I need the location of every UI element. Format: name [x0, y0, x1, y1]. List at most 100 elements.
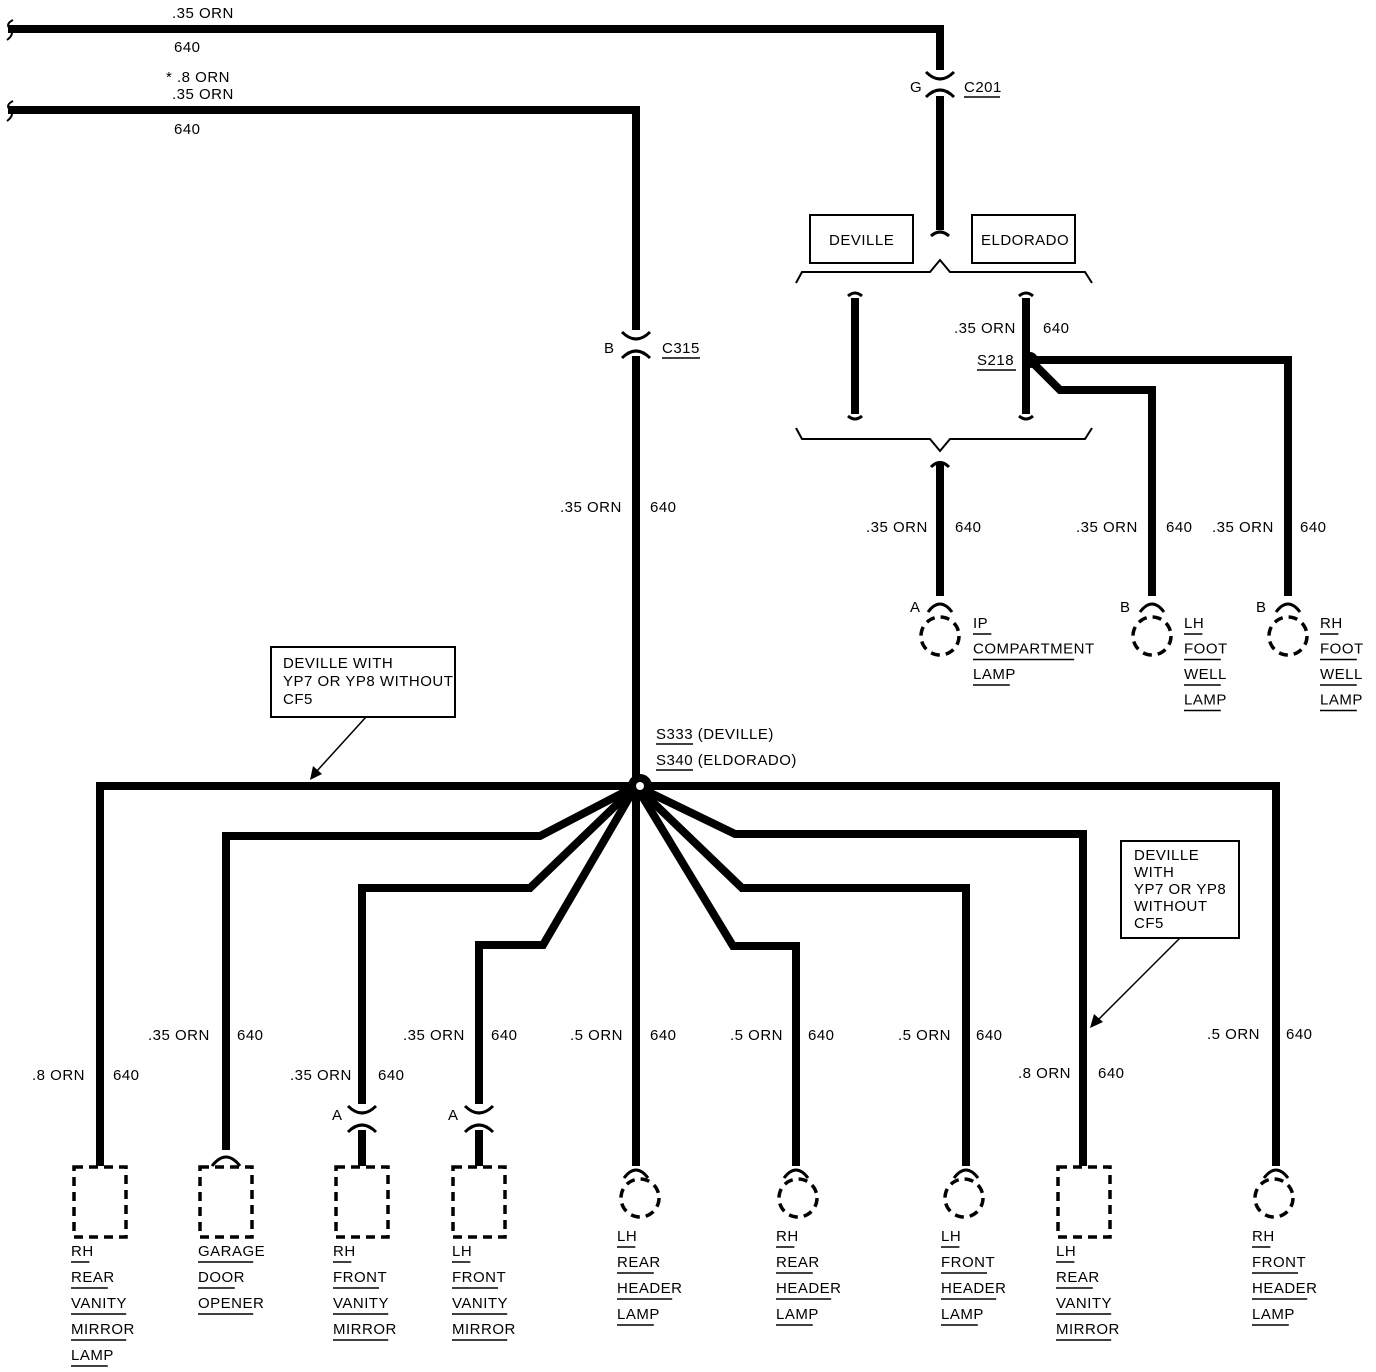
right-note-line4: WITHOUT [1134, 898, 1207, 915]
load-label-line: LAMP [941, 1306, 984, 1323]
load-label-line: LH [941, 1228, 961, 1245]
load-label-line: FRONT [333, 1269, 387, 1286]
c315-label: C315 [662, 340, 700, 357]
c315-connector [620, 330, 652, 360]
rh-rear-header-color: .5 ORN [730, 1027, 783, 1044]
deville-label: DEVILLE [829, 232, 894, 249]
rh-foot-pin: B [1256, 599, 1267, 616]
left-note-arrow [315, 716, 367, 773]
ip-wire-color: .35 ORN [866, 519, 928, 536]
load-label-line: HEADER [617, 1280, 683, 1297]
load-label-line: LAMP [1184, 692, 1227, 709]
rh-front-header-circuit: 640 [1286, 1026, 1313, 1043]
load-label-line: MIRROR [333, 1321, 397, 1338]
rh-front-vanity-pin: A [332, 1107, 343, 1124]
load-label-line: FRONT [941, 1254, 995, 1271]
rh-rear-vanity-wire [96, 782, 636, 1166]
load-label-line: RH [776, 1228, 799, 1245]
load-label-line: IP [973, 615, 988, 632]
load-label-line: OPENER [198, 1295, 264, 1312]
lh-front-header-lamp [943, 1168, 985, 1219]
rh-rear-vanity-circuit: 640 [113, 1067, 140, 1084]
s218-label: S218 [977, 352, 1014, 369]
rh-front-header-color: .5 ORN [1207, 1026, 1260, 1043]
wire-end-top [930, 230, 950, 238]
right-note-line5: CF5 [1134, 915, 1164, 932]
rh-foot-well-wire [1030, 356, 1292, 596]
rh-rear-header-circuit: 640 [808, 1027, 835, 1044]
lh-foot-wire-circuit: 640 [1166, 519, 1193, 536]
rh-front-vanity-mirror [334, 1165, 390, 1239]
top-wire-2 [8, 106, 640, 330]
load-label-line: GARAGE [198, 1243, 265, 1260]
splice-main-line2: S340 (ELDORADO) [656, 752, 797, 769]
eldorado-label: ELDORADO [981, 232, 1069, 249]
garage-door-color: .35 ORN [148, 1027, 210, 1044]
c201-connector [924, 70, 956, 99]
c201-pin: G [910, 79, 922, 96]
load-label-line: LH [1056, 1243, 1076, 1260]
c315-pin: B [604, 340, 615, 357]
load-label-line: MIRROR [1056, 1321, 1120, 1338]
lh-foot-wire-color: .35 ORN [1076, 519, 1138, 536]
lh-foot-pin: B [1120, 599, 1131, 616]
splice-main-line1: S333 (DEVILLE) [656, 726, 774, 743]
load-label-line: FOOT [1320, 641, 1364, 658]
upper-load-labels: IPCOMPARTMENTLAMPLHFOOTWELLLAMPRHFOOTWEL… [973, 615, 1364, 712]
c201-label: C201 [964, 79, 1002, 96]
rh-rear-header-wire [632, 783, 800, 1166]
lh-rear-vanity-mirror [1056, 1165, 1112, 1239]
lh-front-vanity-color: .35 ORN [403, 1027, 465, 1044]
left-note-line1: DEVILLE WITH [283, 655, 393, 672]
right-note-line2: WITH [1134, 864, 1174, 881]
load-label-line: RH [333, 1243, 356, 1260]
c315-wire-color: .35 ORN [560, 499, 622, 516]
load-label-line: VANITY [71, 1295, 127, 1312]
garage-door-opener [198, 1155, 254, 1239]
upper-bracket [795, 258, 1093, 284]
load-label-line: REAR [1056, 1269, 1100, 1286]
load-label-line: WELL [1184, 666, 1227, 683]
wire-break-1 [6, 19, 14, 41]
lower-load-labels: RHREARVANITYMIRRORLAMPGARAGEDOOROPENERRH… [71, 1228, 1318, 1367]
lh-foot-well-lamp [1131, 602, 1173, 657]
top-wire-2-color: .35 ORN [172, 86, 234, 103]
ip-pin: A [910, 599, 921, 616]
rh-front-vanity-circuit: 640 [378, 1067, 405, 1084]
load-label-line: LAMP [776, 1306, 819, 1323]
lh-rear-header-color: .5 ORN [570, 1027, 623, 1044]
rh-foot-well-lamp [1267, 602, 1309, 657]
load-label-line: COMPARTMENT [973, 641, 1095, 658]
c315-wire-circuit: 640 [650, 499, 677, 516]
lh-rear-header-circuit: 640 [650, 1027, 677, 1044]
top-wire-2-note: * .8 ORN [166, 69, 230, 86]
top-wire-1 [8, 25, 944, 70]
lh-front-vanity-circuit: 640 [491, 1027, 518, 1044]
right-note-line1: DEVILLE [1134, 847, 1199, 864]
s218-wire-color: .35 ORN [954, 320, 1016, 337]
load-label-line: LAMP [617, 1306, 660, 1323]
load-label-line: HEADER [1252, 1280, 1318, 1297]
load-label-line: VANITY [333, 1295, 389, 1312]
lh-front-vanity-mirror [451, 1165, 507, 1239]
load-label-line: FRONT [452, 1269, 506, 1286]
load-label-line: MIRROR [452, 1321, 516, 1338]
load-label-line: RH [1252, 1228, 1275, 1245]
lh-foot-well-wire [1027, 357, 1156, 596]
rh-rear-header-lamp [777, 1168, 819, 1219]
garage-door-wire [222, 782, 638, 1150]
lower-bracket [795, 427, 1093, 453]
lh-rear-vanity-circuit: 640 [1098, 1065, 1125, 1082]
lh-front-vanity-wire [475, 783, 640, 1104]
load-label-line: REAR [617, 1254, 661, 1271]
load-label-line: REAR [776, 1254, 820, 1271]
load-label-line: RH [1320, 615, 1343, 632]
lh-rear-vanity-wire [634, 782, 1087, 1166]
left-note-line2: YP7 OR YP8 WITHOUT [283, 673, 453, 690]
left-note-box [270, 646, 456, 718]
load-label-line: VANITY [452, 1295, 508, 1312]
garage-door-circuit: 640 [237, 1027, 264, 1044]
wire-break-2 [6, 100, 14, 122]
rh-rear-vanity-color: .8 ORN [32, 1067, 85, 1084]
